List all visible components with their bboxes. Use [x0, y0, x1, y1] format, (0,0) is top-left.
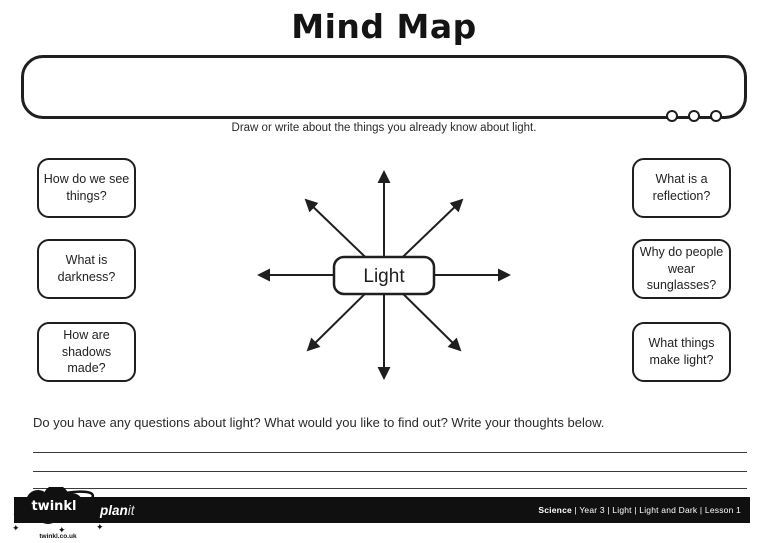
logo-url-text: twinkl.co.uk	[39, 533, 77, 540]
logo-ring	[13, 490, 95, 520]
writing-line[interactable]	[33, 452, 747, 453]
twinkl-logo-icon: twinkl ✦ ✦ ✦ twinkl.co.uk	[12, 485, 104, 540]
thought-bubble-circle	[666, 110, 678, 122]
question-box-how-are-shadows-made: How are shadows made?	[37, 322, 136, 382]
svg-text:✦: ✦	[58, 526, 66, 536]
thought-bubble-circle	[710, 110, 722, 122]
logo-brand-text: twinkl	[31, 499, 76, 514]
bottom-prompt: Do you have any questions about light? W…	[33, 415, 605, 430]
question-box-what-makes-light: What things make light?	[632, 322, 731, 382]
question-box-what-is-a-reflection: What is a reflection?	[632, 158, 731, 218]
writing-line[interactable]	[33, 471, 747, 472]
question-box-what-is-darkness: What is darkness?	[37, 239, 136, 299]
footer-breadcrumb-rest: | Year 3 | Light | Light and Dark | Less…	[571, 505, 741, 515]
planit-wordmark: planit	[100, 503, 135, 518]
logo-sparkles: ✦ ✦ ✦	[12, 523, 104, 536]
footer-breadcrumb: Science | Year 3 | Light | Light and Dar…	[523, 495, 741, 525]
footer-bar: planit Science | Year 3 | Light | Light …	[14, 497, 750, 523]
planit-light-part: it	[127, 502, 135, 518]
drawing-area-caption: Draw or write about the things you alrea…	[231, 122, 537, 134]
footer-subject: Science	[538, 505, 572, 515]
twinkl-logo: twinkl ✦ ✦ ✦ twinkl.co.uk	[8, 485, 124, 541]
question-box-how-do-we-see: How do we see things?	[37, 158, 136, 218]
svg-text:✦: ✦	[96, 523, 104, 533]
thought-bubble-circle	[688, 110, 700, 122]
svg-text:✦: ✦	[12, 524, 20, 534]
center-topic-box	[332, 255, 436, 296]
question-box-why-sunglasses: Why do people wear sunglasses?	[632, 239, 731, 299]
planit-bold-part: plan	[100, 502, 128, 518]
page-title: Mind Map	[291, 7, 477, 46]
writing-line[interactable]	[33, 488, 747, 489]
center-topic-label: Light	[363, 266, 405, 287]
drawing-area-box[interactable]	[21, 55, 747, 119]
